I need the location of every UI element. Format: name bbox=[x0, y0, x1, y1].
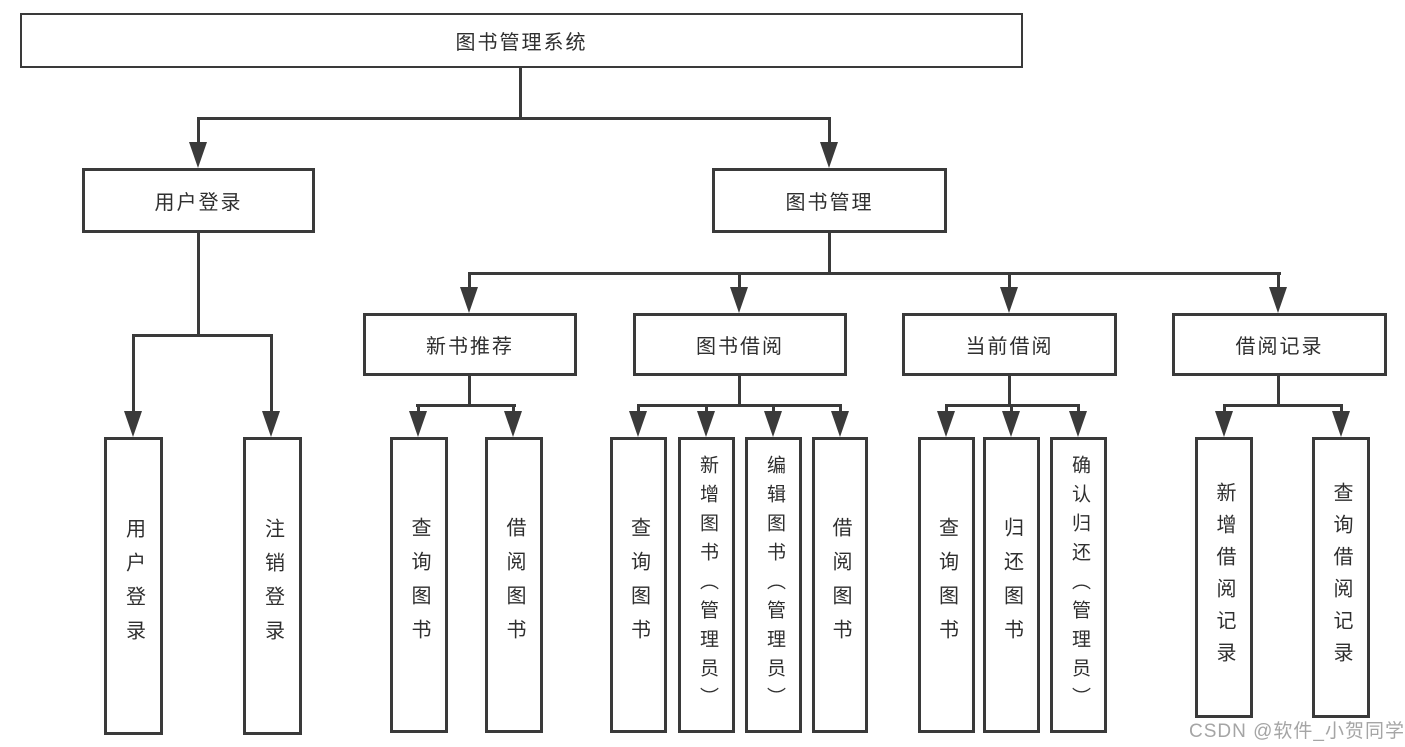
arrow-down-icon bbox=[764, 411, 782, 437]
arrow-down-icon bbox=[409, 411, 427, 437]
arrow-down-icon bbox=[1069, 411, 1087, 437]
leaf-return-book-label: 归还图书 bbox=[1000, 517, 1023, 653]
leaf-user-login-label: 用户登录 bbox=[122, 518, 145, 654]
arrow-down-icon bbox=[124, 411, 142, 437]
connector-stem bbox=[1277, 272, 1280, 288]
node-current-borrowing-label: 当前借阅 bbox=[965, 336, 1054, 358]
connector-stem bbox=[738, 376, 741, 407]
arrow-down-icon bbox=[831, 411, 849, 437]
leaf-add-book-admin: 新增图书（管理员） bbox=[678, 437, 735, 733]
arrow-down-icon bbox=[1332, 411, 1350, 437]
leaf-query-books: 查询图书 bbox=[610, 437, 667, 733]
arrow-down-icon bbox=[629, 411, 647, 437]
connector-book-mgmt-stem bbox=[828, 233, 831, 275]
arrow-down-icon bbox=[262, 411, 280, 437]
node-new-book-recommend: 新书推荐 bbox=[363, 313, 577, 376]
leaf-confirm-return-admin: 确认归还（管理员） bbox=[1050, 437, 1107, 733]
arrow-down-icon bbox=[504, 411, 522, 437]
node-library-system-label: 图书管理系统 bbox=[455, 32, 588, 54]
leaf-edit-book-admin: 编辑图书（管理员） bbox=[745, 437, 802, 733]
leaf-add-borrow-record-label: 新增借阅记录 bbox=[1213, 481, 1235, 674]
connector-user-login-branch bbox=[132, 334, 272, 337]
leaf-return-book: 归还图书 bbox=[983, 437, 1040, 733]
connector-stem bbox=[738, 272, 741, 288]
arrow-down-icon bbox=[460, 287, 478, 313]
leaf-edit-book-admin-label: 编辑图书（管理员） bbox=[763, 454, 785, 716]
connector-branch bbox=[637, 404, 842, 407]
leaf-query-borrow-record-label: 查询借阅记录 bbox=[1330, 481, 1352, 674]
arrow-down-icon bbox=[937, 411, 955, 437]
connector-stem bbox=[1008, 272, 1011, 288]
leaf-confirm-return-admin-label: 确认归还（管理员） bbox=[1068, 454, 1090, 716]
arrow-down-icon bbox=[1000, 287, 1018, 313]
connector-stem bbox=[772, 404, 775, 414]
node-book-borrowing-label: 图书借阅 bbox=[696, 336, 784, 358]
leaf-query-borrow-record: 查询借阅记录 bbox=[1312, 437, 1370, 718]
connector-stem bbox=[132, 334, 135, 412]
connector-stem bbox=[270, 334, 273, 412]
connector-user-login-stem bbox=[197, 233, 200, 337]
connector-stem bbox=[417, 404, 420, 414]
leaf-borrow-book-label: 借阅图书 bbox=[503, 517, 525, 653]
connector-book-mgmt-branch bbox=[468, 272, 1281, 275]
leaf-user-login: 用户登录 bbox=[104, 437, 163, 735]
connector-stem bbox=[945, 404, 948, 414]
leaf-borrow-book: 借阅图书 bbox=[812, 437, 868, 733]
leaf-add-book-admin-label: 新增图书（管理员） bbox=[696, 454, 718, 716]
arrow-down-icon bbox=[697, 411, 715, 437]
leaf-add-borrow-record: 新增借阅记录 bbox=[1195, 437, 1253, 718]
arrow-down-icon bbox=[1002, 411, 1020, 437]
arrow-down-icon bbox=[189, 142, 207, 168]
node-borrow-records: 借阅记录 bbox=[1172, 313, 1387, 376]
leaf-borrow-book-label: 借阅图书 bbox=[829, 517, 851, 653]
leaf-query-books-label: 查询图书 bbox=[627, 517, 650, 653]
node-user-login: 用户登录 bbox=[82, 168, 315, 233]
connector-stem bbox=[839, 404, 842, 414]
node-borrow-records-label: 借阅记录 bbox=[1235, 336, 1324, 358]
connector-branch bbox=[416, 404, 516, 407]
connector-stem bbox=[1010, 404, 1013, 414]
leaf-query-books: 查询图书 bbox=[390, 437, 448, 733]
connector-stem bbox=[1223, 404, 1226, 414]
connector-stem bbox=[468, 272, 471, 288]
node-current-borrowing: 当前借阅 bbox=[902, 313, 1117, 376]
leaf-borrow-book: 借阅图书 bbox=[485, 437, 543, 733]
leaf-logout: 注销登录 bbox=[243, 437, 302, 735]
connector-stem bbox=[637, 404, 640, 414]
connector-stem bbox=[1340, 404, 1343, 414]
connector-stem bbox=[828, 117, 831, 144]
arrow-down-icon bbox=[820, 142, 838, 168]
arrow-down-icon bbox=[1215, 411, 1233, 437]
node-library-system: 图书管理系统 bbox=[20, 13, 1023, 68]
csdn-watermark: CSDN @软件_小贺同学 bbox=[1189, 721, 1405, 742]
node-book-management-label: 图书管理 bbox=[785, 192, 874, 214]
leaf-logout-label: 注销登录 bbox=[261, 518, 284, 654]
connector-stem bbox=[1077, 404, 1080, 414]
arrow-down-icon bbox=[730, 287, 748, 313]
leaf-query-books-label: 查询图书 bbox=[935, 517, 958, 653]
leaf-query-books: 查询图书 bbox=[918, 437, 975, 733]
connector-root-branch bbox=[197, 117, 830, 120]
arrow-down-icon bbox=[1269, 287, 1287, 313]
connector-branch bbox=[1223, 404, 1343, 407]
node-user-login-label: 用户登录 bbox=[154, 192, 243, 214]
connector-stem bbox=[197, 117, 200, 144]
connector-stem bbox=[468, 376, 471, 407]
leaf-query-books-label: 查询图书 bbox=[408, 517, 430, 653]
connector-stem bbox=[1008, 376, 1011, 407]
node-book-borrowing: 图书借阅 bbox=[633, 313, 847, 376]
connector-stem bbox=[705, 404, 708, 414]
connector-stem bbox=[1277, 376, 1280, 407]
connector-stem bbox=[512, 404, 515, 414]
connector-root-stem bbox=[519, 68, 522, 120]
node-book-management: 图书管理 bbox=[712, 168, 947, 233]
node-new-book-recommend-label: 新书推荐 bbox=[426, 336, 514, 358]
